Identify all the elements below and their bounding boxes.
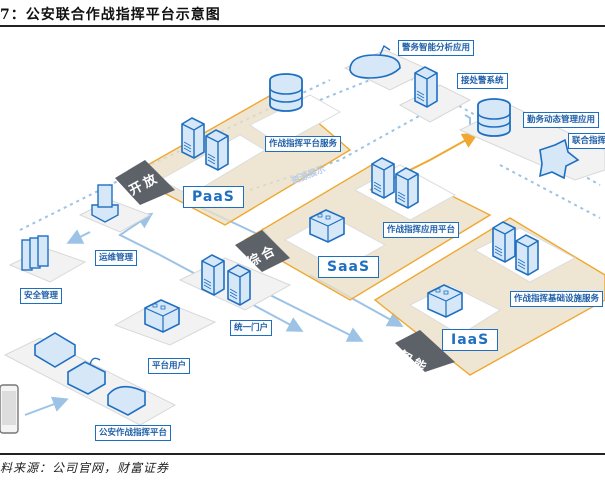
label-command-platform-service: 作战指挥平台服务 — [265, 136, 342, 152]
dome-icon — [107, 385, 146, 416]
connector — [118, 212, 161, 256]
shield-icon — [34, 332, 76, 368]
label-joint-command: 联合指挥 — [568, 133, 605, 149]
label-command-app-platform: 作战指挥应用平台 — [383, 222, 460, 238]
server-icon — [492, 221, 516, 263]
top-rule — [0, 25, 605, 27]
server-icon — [227, 264, 251, 306]
phone-icon — [0, 384, 19, 434]
joint-command-icon — [538, 138, 580, 180]
label-security-management: 安全管理 — [20, 288, 63, 304]
dashed-connector — [499, 164, 601, 219]
label-platform-users: 平台用户 — [148, 358, 191, 374]
whale-icon — [349, 44, 401, 79]
tier-paas: PaaS — [183, 186, 244, 208]
label-alarm-system: 接处警系统 — [457, 73, 508, 89]
tag-smart-bg — [395, 330, 455, 372]
label-ops-management: 运维管理 — [95, 250, 138, 266]
server-icon — [371, 157, 395, 199]
label-command-infra-service: 作战指挥基础设施服务 — [510, 291, 604, 307]
server-icon — [205, 129, 229, 171]
server-icon — [515, 234, 539, 276]
building-icon — [91, 184, 119, 223]
label-police-platform: 公安作战指挥平台 — [95, 425, 172, 441]
security-icon — [21, 235, 49, 271]
lock-icon — [67, 357, 106, 395]
label-police-analysis: 警务智能分析应用 — [398, 40, 475, 56]
tag-integrated-bg — [235, 230, 290, 272]
figure-source: 料来源：公司官网，财富证券 — [0, 461, 170, 475]
database-icon — [269, 73, 303, 112]
tier-iaas: IaaS — [442, 329, 499, 351]
bottom-rule — [0, 453, 605, 455]
server-icon — [395, 167, 419, 209]
server-icon — [414, 66, 438, 108]
label-duty-management: 勤务动态管理应用 — [523, 112, 600, 128]
connector — [24, 396, 69, 416]
dashed-connector — [249, 109, 431, 191]
platform-diagram — [0, 44, 605, 434]
database-icon — [477, 98, 511, 137]
connector — [66, 229, 91, 244]
label-unified-portal: 统一门户 — [230, 320, 273, 336]
figure-title: 7：公安联合作战指挥平台示意图 — [0, 7, 221, 23]
server-icon — [181, 117, 205, 159]
server-icon — [201, 254, 225, 296]
tier-saas: SaaS — [318, 256, 380, 278]
tag-open-bg — [115, 160, 175, 205]
